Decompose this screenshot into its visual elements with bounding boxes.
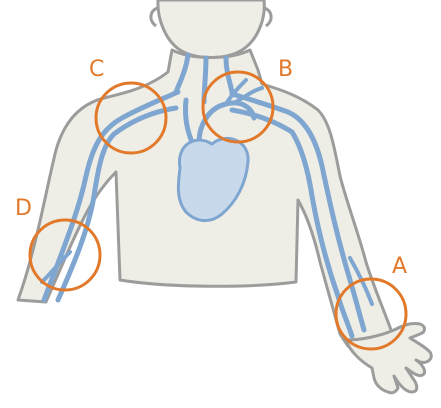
- marker-label-c: C: [89, 57, 104, 82]
- head: [158, 0, 264, 58]
- marker-label-a: A: [392, 254, 407, 279]
- marker-label-d: D: [15, 196, 32, 221]
- marker-label-b: B: [278, 57, 293, 82]
